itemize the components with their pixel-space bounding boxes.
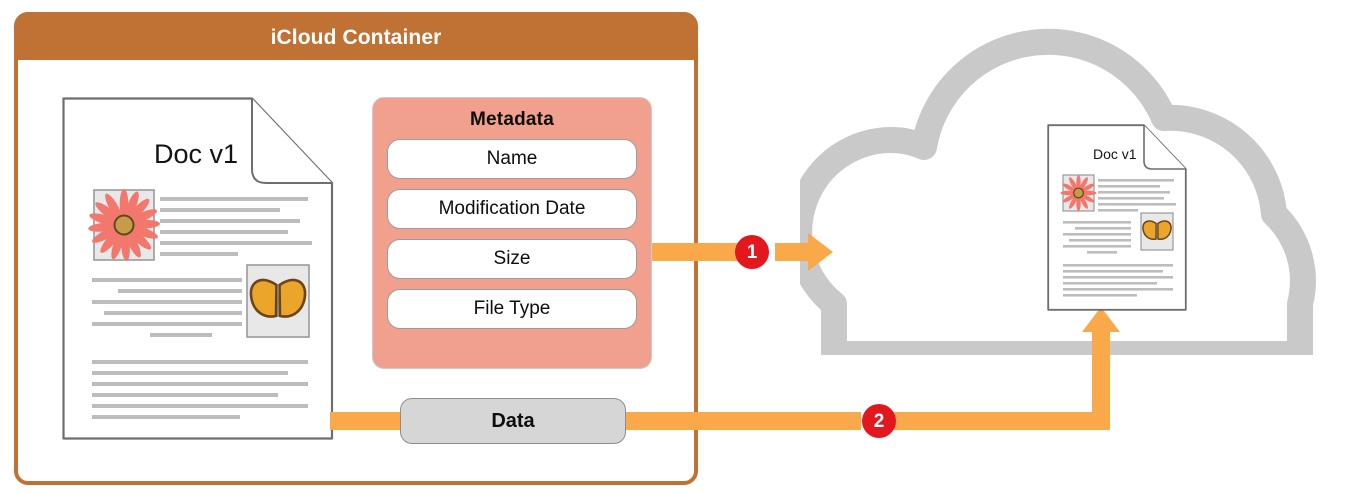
cloud-document-title: Doc v1 — [1093, 146, 1137, 162]
cloud-shape — [786, 14, 1347, 389]
arrow-head-step-2 — [1082, 307, 1120, 332]
flow-line-step-2-c — [888, 412, 1110, 430]
step-badge-1: 1 — [735, 235, 769, 269]
flow-line-step-2-vertical — [1092, 330, 1110, 422]
flow-line-step-1-tail — [775, 243, 811, 261]
metadata-field-name[interactable]: Name — [387, 139, 637, 179]
flow-line-step-2-a — [330, 412, 408, 430]
container-header: iCloud Container — [18, 16, 694, 60]
flow-line-step-1 — [652, 243, 744, 261]
local-document: Doc v1 — [62, 97, 334, 440]
data-pill[interactable]: Data — [400, 398, 626, 444]
metadata-title: Metadata — [470, 109, 554, 130]
metadata-field-modification-date[interactable]: Modification Date — [387, 189, 637, 229]
container-title: iCloud Container — [270, 26, 442, 49]
cloud-document: Doc v1 — [1047, 124, 1187, 311]
metadata-panel: Metadata Name Modification Date Size Fil… — [372, 97, 652, 369]
arrow-head-step-1 — [808, 233, 833, 271]
flow-line-step-2-b — [618, 412, 861, 430]
step-badge-2: 2 — [862, 404, 896, 438]
local-document-title: Doc v1 — [154, 139, 239, 169]
metadata-field-size[interactable]: Size — [387, 239, 637, 279]
metadata-field-file-type[interactable]: File Type — [387, 289, 637, 329]
